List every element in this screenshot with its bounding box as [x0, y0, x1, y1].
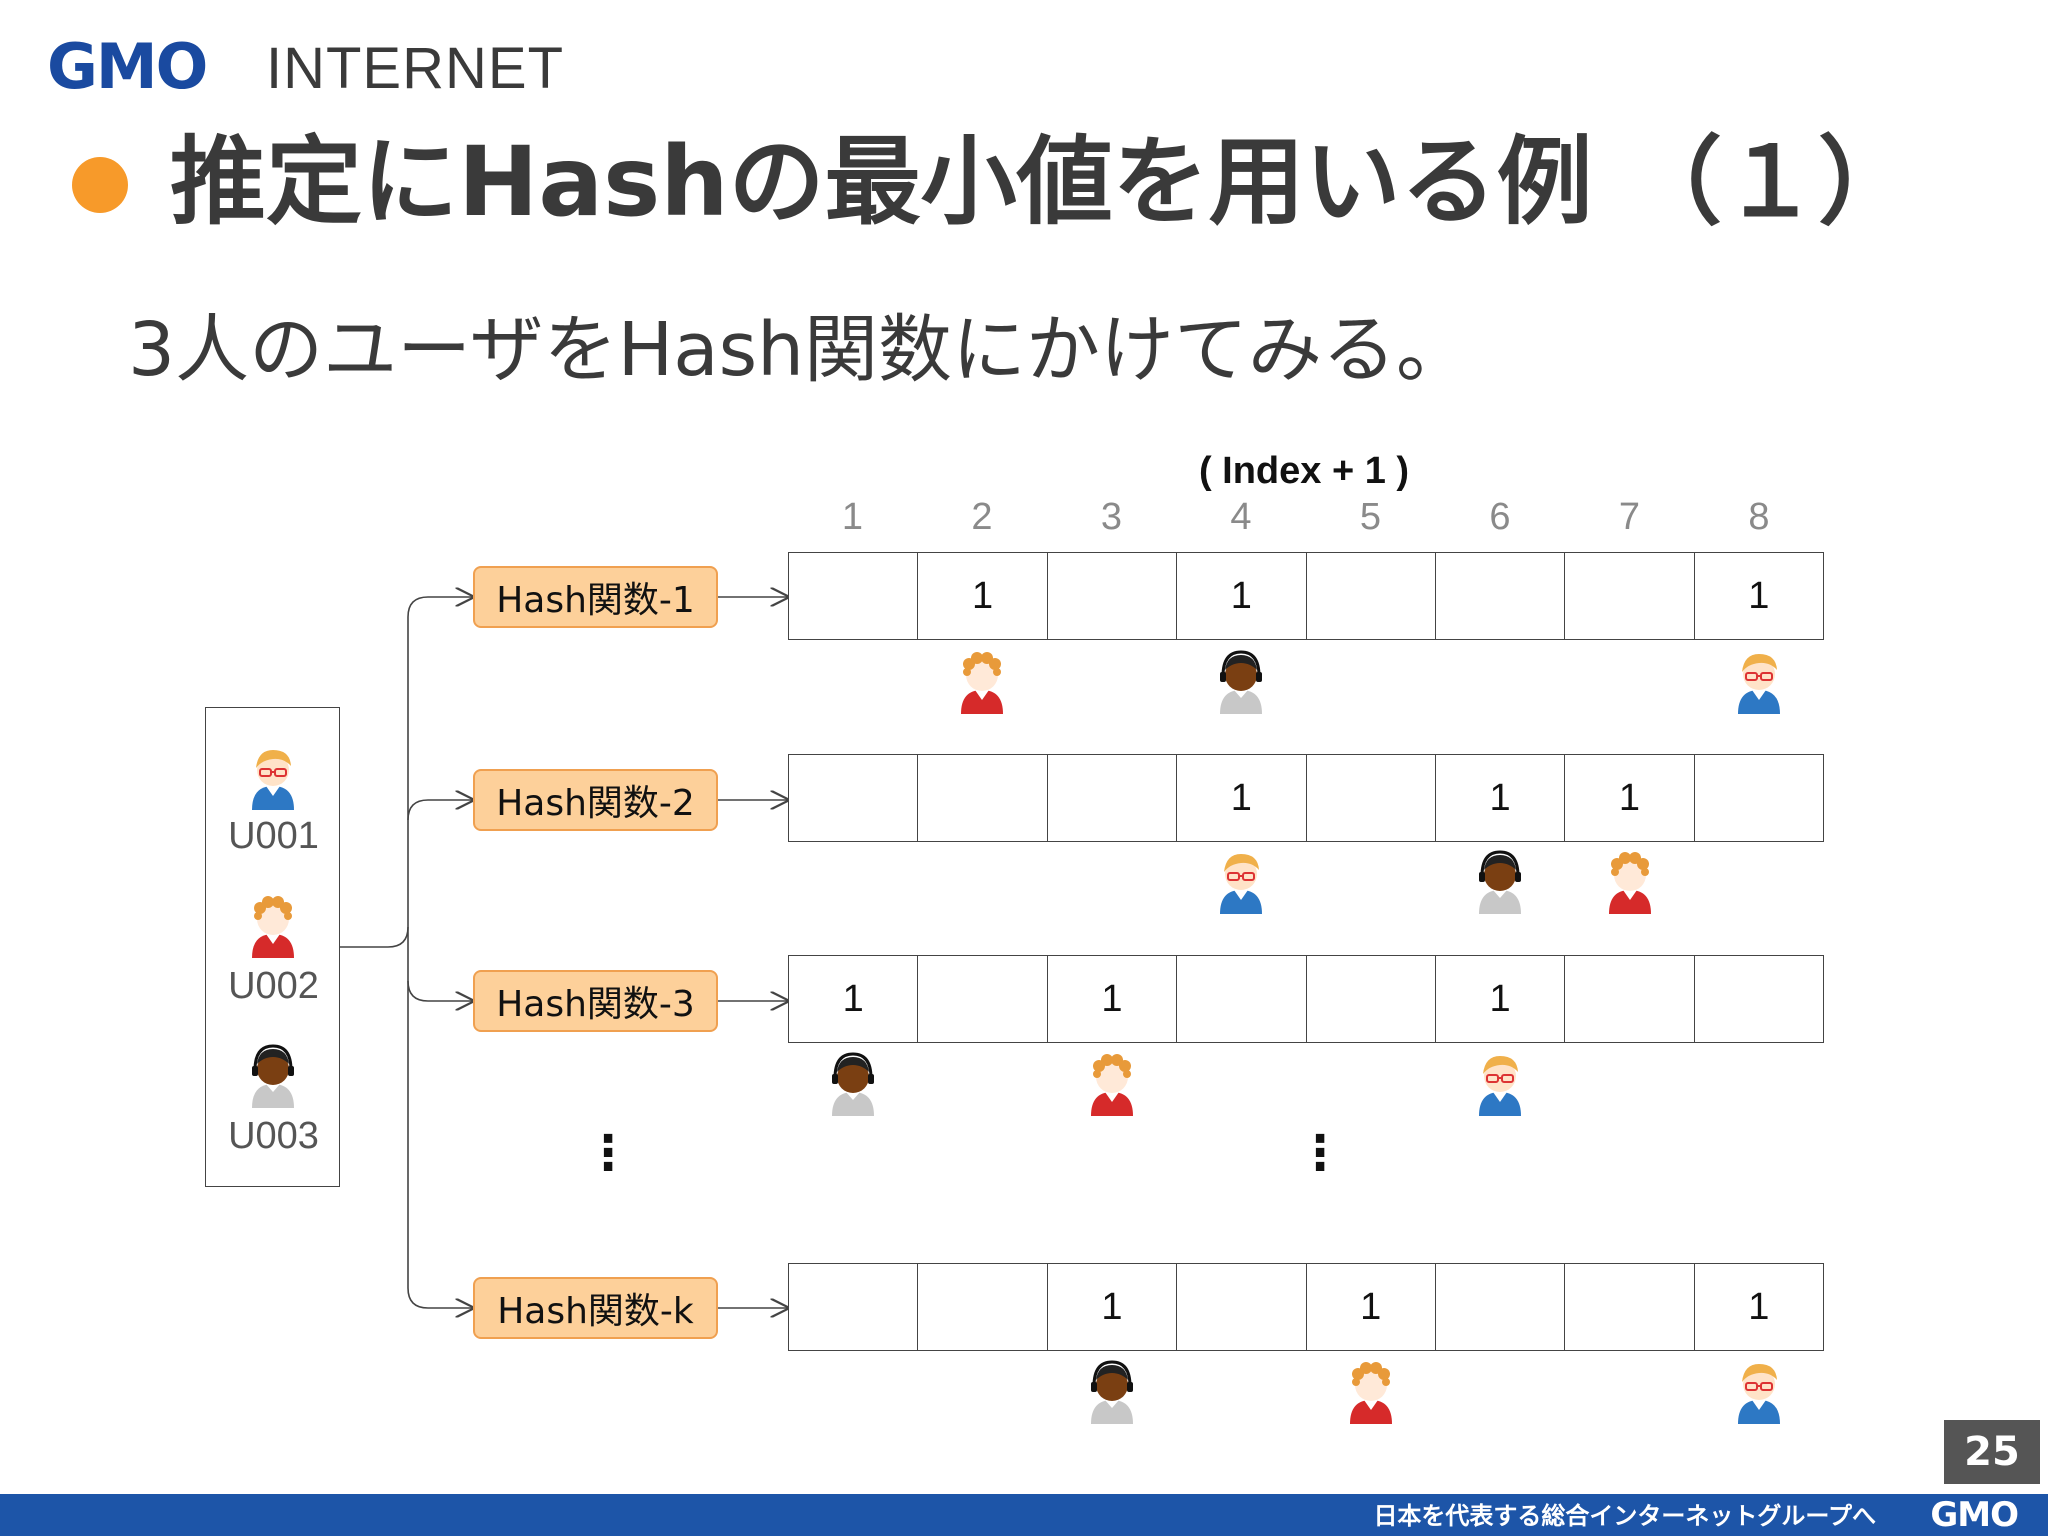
bit-cell: 1 [1436, 755, 1566, 841]
user-blonde-glasses-blue-icon [1214, 846, 1268, 916]
hash-function-box: Hash関数-1 [473, 566, 718, 628]
bit-cell [1048, 755, 1178, 841]
bit-cell: 1 [789, 956, 919, 1042]
page-number: 25 [1944, 1420, 2040, 1484]
user-list-box: U001 U002 U003 [205, 707, 340, 1187]
hash-function-box: Hash関数-3 [473, 970, 718, 1032]
bit-cell [1307, 755, 1436, 841]
hash-function-box: Hash関数-k [473, 1277, 718, 1339]
column-number: 4 [1230, 496, 1252, 538]
user-id-label: U001 [228, 815, 319, 857]
bit-cell [1695, 956, 1823, 1042]
bit-cell [1436, 1264, 1566, 1350]
bit-cell [918, 755, 1048, 841]
user-dark-headset-icon [1473, 846, 1527, 916]
hash-function-box: Hash関数-2 [473, 769, 718, 831]
bit-cell: 1 [1748, 574, 1770, 617]
slide-title: 推定にHashの最小値を用いる例 （１） [170, 126, 1915, 238]
bit-cell: 1 [1307, 1264, 1436, 1350]
bit-cell [1307, 553, 1436, 639]
bit-array-row: 1 1 1 [788, 955, 1824, 1043]
title-bullet-icon [72, 157, 128, 213]
footer-bar [0, 1494, 2048, 1536]
user-blonde-glasses-blue-icon [1473, 1048, 1527, 1118]
bit-cell [1565, 553, 1695, 639]
cells-ellipsis: ⋮ [1296, 1125, 1344, 1181]
user-dark-headset-icon [246, 1040, 300, 1110]
bit-cell [918, 1264, 1048, 1350]
column-number: 2 [971, 496, 993, 538]
bit-cell [1048, 553, 1178, 639]
bit-cell [918, 956, 1048, 1042]
user-id-label: U003 [228, 1115, 319, 1157]
bit-cell: 1 [918, 553, 1048, 639]
bit-cell [789, 1264, 919, 1350]
gmo-logo: GMO [47, 30, 208, 103]
column-number: 8 [1748, 496, 1770, 538]
column-number: 5 [1359, 496, 1382, 538]
user-blonde-glasses-blue-icon [1732, 1356, 1786, 1426]
user-id-label: U002 [228, 965, 319, 1007]
bit-cell [1695, 755, 1823, 841]
slide-subtitle: 3人のユーザをHash関数にかけてみる。 [128, 307, 1471, 393]
column-number: 1 [841, 496, 864, 538]
footer-tagline: 日本を代表する総合インターネットグループへ [1373, 1502, 1876, 1530]
index-label: ( Index + 1 ) [1198, 450, 1410, 492]
user-blonde-glasses-blue-icon [246, 742, 300, 812]
user-dark-headset-icon [1085, 1356, 1139, 1426]
column-number: 3 [1100, 496, 1123, 538]
footer-gmo-logo: GMO [1930, 1495, 2019, 1535]
bit-array-row: 1 1 1 [788, 1263, 1824, 1351]
bit-cell [789, 553, 919, 639]
hash-ellipsis: ⋮ [584, 1125, 632, 1181]
user-curly-red-icon [246, 890, 300, 960]
bit-cell: 1 [1748, 1285, 1770, 1328]
user-curly-red-icon [1085, 1048, 1139, 1118]
bit-cell: 1 [1565, 755, 1695, 841]
bit-cell: 1 [1177, 553, 1307, 639]
bit-cell [1565, 1264, 1695, 1350]
column-number: 6 [1489, 496, 1511, 538]
user-curly-red-icon [1344, 1356, 1398, 1426]
user-blonde-glasses-blue-icon [1732, 646, 1786, 716]
user-dark-headset-icon [1214, 646, 1268, 716]
bit-cell [1177, 1264, 1307, 1350]
bit-cell [1565, 956, 1695, 1042]
user-curly-red-icon [1603, 846, 1657, 916]
bit-cell: 1 [1177, 755, 1307, 841]
bit-cell: 1 [1048, 1264, 1178, 1350]
bit-cell [1177, 956, 1307, 1042]
bit-array-row: 1 1 1 [788, 552, 1824, 640]
bit-cell [789, 755, 919, 841]
bit-cell [1436, 553, 1566, 639]
bit-cell: 1 [1436, 956, 1566, 1042]
bit-cell [1307, 956, 1436, 1042]
bit-cell: 1 [1048, 956, 1178, 1042]
user-dark-headset-icon [826, 1048, 880, 1118]
column-number: 7 [1618, 496, 1641, 538]
connector-lines [340, 0, 2048, 1400]
user-curly-red-icon [955, 646, 1009, 716]
internet-logo-text: INTERNET [266, 36, 564, 101]
